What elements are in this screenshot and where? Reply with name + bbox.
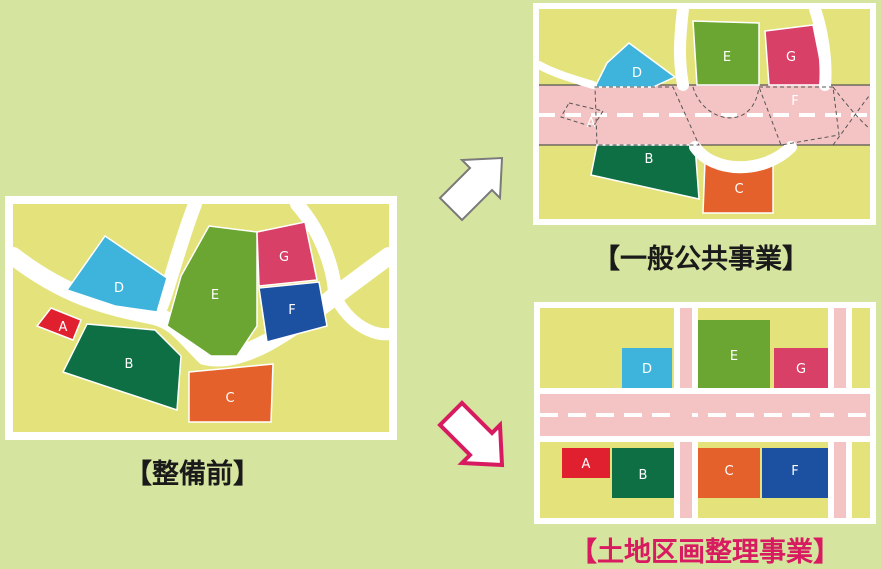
before-caption: 【整備前】 [125, 459, 260, 490]
land-parcel-label-g: G [796, 362, 806, 377]
land-parcel-label-d: D [642, 362, 652, 377]
before-diagram: D A B C E G F [5, 196, 397, 440]
land-parcel-label-b: B [639, 468, 648, 483]
public-parcel-label-e: E [723, 50, 731, 65]
public-parcel-label-c: C [734, 182, 743, 197]
public-works-caption: 【一般公共事業】 [593, 244, 809, 275]
parcel-label-g: G [279, 250, 289, 265]
public-parcel-label-f: F [791, 94, 798, 109]
public-parcel-label-b: B [645, 152, 654, 167]
public-parcel-label-a: A [587, 116, 596, 131]
land-readjustment-diagram: D E G A B C F [534, 302, 876, 524]
land-parcel-label-f: F [791, 464, 798, 479]
public-parcel-label-d: D [632, 66, 642, 81]
land-parcel-label-a: A [582, 457, 591, 472]
white-arrow-up-right-icon [432, 150, 512, 234]
parcel-label-b: B [125, 357, 134, 372]
parcel-label-f: F [288, 303, 295, 318]
land-parcel-label-e: E [730, 349, 738, 364]
parcel-label-a: A [59, 320, 68, 335]
public-parcel-label-g: G [786, 50, 796, 65]
parcel-label-c: C [225, 391, 234, 406]
parcel-label-d: D [114, 281, 124, 296]
pink-arrow-down-right-icon [432, 395, 512, 479]
parcel-label-e: E [211, 288, 219, 303]
land-parcel-label-c: C [724, 464, 733, 479]
public-works-diagram: D E G F A B C [533, 3, 876, 225]
land-readjustment-caption: 【土地区画整理事業】 [570, 537, 840, 568]
